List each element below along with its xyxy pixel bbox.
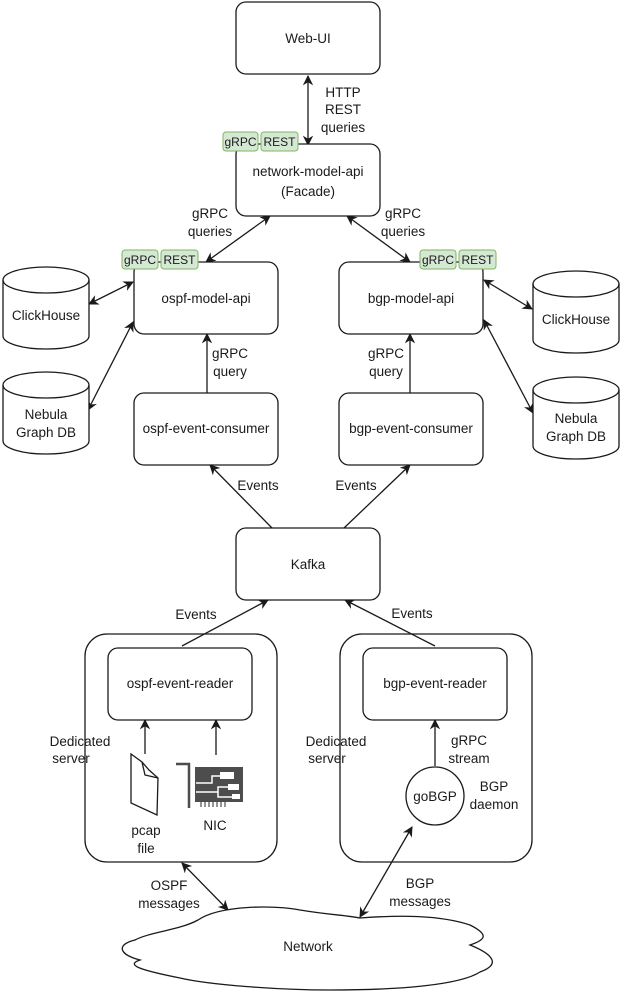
web-ui-label: Web-UI [285,31,331,46]
edge-label-grpc-stream: gRPC stream [448,733,489,766]
bgp-event-consumer-node: bgp-event-consumer [338,392,484,466]
edge-label-bgp-messages-line2: messages [389,894,451,909]
rest-badge: REST [263,135,296,149]
edge-label-ospf-query: gRPC query [212,346,248,379]
edge-bgp-api-clickhouse [483,279,533,310]
ospf-model-api-label: ospf-model-api [161,291,250,306]
clickhouse-left-label: ClickHouse [12,308,80,323]
edge-label-ospf-reader: Events [175,607,217,622]
label-bgp-server: Dedicated server [306,734,367,766]
bgp-model-api-label: bgp-model-api [368,291,454,306]
edge-label-http-line2: REST [325,102,361,117]
facade-label: (Facade) [281,184,335,199]
nic-icon [176,762,243,808]
edge-facade-ospf-api [205,215,271,263]
pcap-file-icon [130,752,159,817]
nebula-left-db: Nebula Graph DB [2,371,90,455]
edge-label-ospf-messages-line1: OSPF [151,878,188,893]
edge-label-facade-bgp-line2: queries [381,224,426,239]
nebula-right-label-2: Graph DB [546,429,606,444]
kafka-label: Kafka [291,557,326,572]
edge-label-facade-ospf-line2: queries [188,224,233,239]
edge-label-bgp-messages-line1: BGP [406,876,435,891]
edge-label-ospf-messages: OSPF messages [138,878,200,911]
network-model-api-node: network-model-api (Facade) [235,143,381,217]
bgp-event-reader-node: bgp-event-reader [362,647,508,721]
label-bgp-daemon-line2: daemon [470,797,519,812]
edge-label-facade-bgp: gRPC queries [381,206,426,239]
edge-label-grpc-stream-line2: stream [448,751,489,766]
ospf-event-reader-label: ospf-event-reader [127,676,234,691]
label-bgp-daemon-line1: BGP [480,779,509,794]
grpc-badge: gRPC [124,253,156,267]
edge-label-bgp-query-line2: query [369,364,403,379]
edge-label-ospf-query-line1: gRPC [212,346,248,361]
ospf-api-badges: gRPC REST [121,249,199,270]
network-cloud: Network [121,906,493,991]
label-bgp-server-line2: server [308,751,346,766]
edge-label-kafka-bgp: Events [335,478,377,493]
edge-label-http-line1: HTTP [325,85,360,100]
ospf-event-consumer-node: ospf-event-consumer [133,392,279,466]
edge-ospf-api-clickhouse [88,281,134,305]
clickhouse-left-db: ClickHouse [2,266,90,350]
network-label: Network [283,939,333,954]
bgp-model-api-node: bgp-model-api [338,261,484,335]
kafka-node: Kafka [235,527,381,601]
facade-badges: gRPC REST [222,131,299,152]
clickhouse-right-db: ClickHouse [532,270,620,354]
gobgp-node: goBGP [405,766,465,826]
network-model-api-label: network-model-api [252,164,363,179]
edge-label-ospf-query-line2: query [213,364,247,379]
label-bgp-server-line1: Dedicated [306,734,367,749]
edge-bgp-reader-kafka [344,599,436,647]
edge-bgp-api-nebula [483,319,534,414]
edge-facade-bgp-api [346,215,411,263]
grpc-badge: gRPC [422,253,454,267]
label-ospf-server: Dedicated server [50,734,111,766]
clickhouse-right-label: ClickHouse [542,312,610,327]
edge-kafka-ospf-consumer [209,464,273,529]
ospf-model-api-node: ospf-model-api [133,261,279,335]
edge-label-ospf-messages-line2: messages [138,896,200,911]
label-bgp-daemon: BGP daemon [470,779,519,812]
gobgp-label: goBGP [413,789,457,804]
rest-badge: REST [163,253,196,267]
edge-label-bgp-query: gRPC query [368,346,404,379]
grpc-badge: gRPC [224,135,256,149]
edge-label-http-line3: queries [321,120,366,135]
edge-label-bgp-query-line1: gRPC [368,346,404,361]
edge-label-bgp-reader: Events [391,606,433,621]
ospf-event-reader-node: ospf-event-reader [107,647,253,721]
nebula-left-label-1: Nebula [25,407,68,422]
bgp-event-consumer-label: bgp-event-consumer [349,421,473,436]
nebula-right-label-1: Nebula [555,411,598,426]
nebula-right-db: Nebula Graph DB [532,376,620,460]
pcap-label-1: pcap [131,823,160,838]
rest-badge: REST [461,253,494,267]
web-ui-node: Web-UI [235,1,381,75]
label-ospf-server-line1: Dedicated [50,734,111,749]
edge-label-bgp-messages: BGP messages [389,876,451,909]
ospf-event-consumer-label: ospf-event-consumer [143,421,270,436]
edge-label-grpc-stream-line1: gRPC [451,733,487,748]
edge-kafka-bgp-consumer [343,464,411,529]
label-ospf-server-line2: server [52,751,90,766]
edge-ospf-reader-kafka [181,599,269,647]
nic-label: NIC [203,818,227,833]
bgp-event-reader-label: bgp-event-reader [383,676,487,691]
edge-gobgp-network [359,826,413,918]
edge-label-http: HTTP REST queries [321,85,366,135]
edge-ospf-server-network [181,862,229,911]
edge-ospf-api-nebula [87,321,134,411]
bgp-api-badges: gRPC REST [419,249,497,270]
pcap-label-2: file [137,841,154,856]
edge-label-facade-bgp-line1: gRPC [385,206,421,221]
nebula-left-label-2: Graph DB [16,425,76,440]
edge-label-facade-ospf-line1: gRPC [192,206,228,221]
edge-label-kafka-ospf: Events [237,478,279,493]
edge-label-facade-ospf: gRPC queries [188,206,233,239]
